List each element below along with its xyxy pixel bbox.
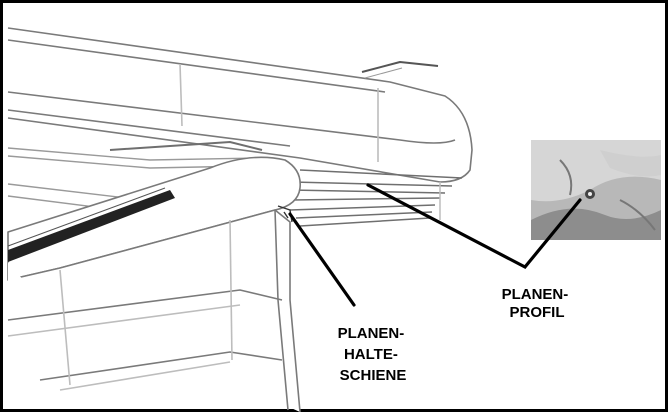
rail-label: PLANEN- HALTE- SCHIENE	[338, 325, 409, 384]
rail-label-line-2: HALTE-	[344, 346, 398, 363]
tarp-profile-strips	[289, 169, 463, 227]
rubber-seal	[7, 187, 175, 300]
profile-label: PLANEN- PROFIL	[502, 286, 573, 321]
trailer-side-box	[7, 156, 302, 413]
profile-leader-line	[366, 183, 582, 270]
roof-cover	[7, 27, 473, 183]
rail-label-line-3: SCHIENE	[340, 367, 407, 384]
leader-lines	[288, 183, 582, 307]
tarp-profile-photo-icon	[531, 140, 661, 240]
rail-label-line-1: PLANEN-	[338, 325, 405, 342]
profile-label-line-2: PROFIL	[510, 304, 565, 321]
profile-label-line-1: PLANEN-	[502, 286, 569, 303]
rail-leader-line	[288, 212, 356, 307]
